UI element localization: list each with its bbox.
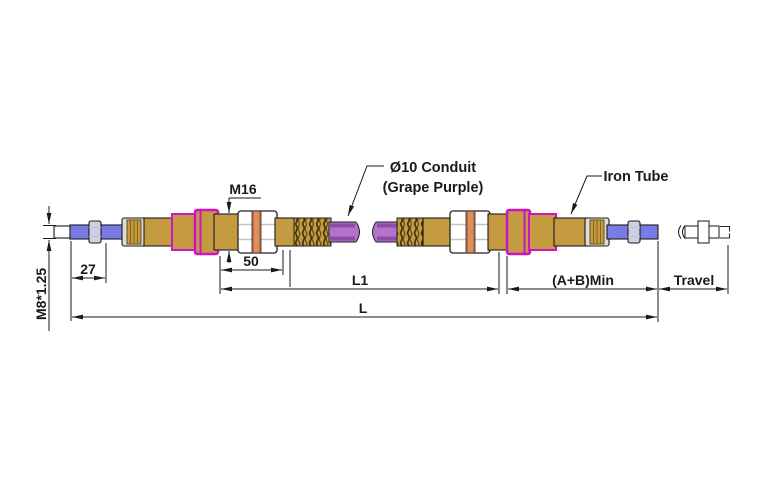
left-magenta-sleeve — [171, 213, 197, 251]
iron-tube-right — [553, 217, 587, 247]
right-braid — [396, 217, 425, 247]
dim-text-l: L — [359, 300, 368, 316]
left-hex-nut — [237, 210, 278, 254]
phantom-nut — [697, 220, 710, 244]
left-braid — [293, 217, 332, 247]
left-copper-band — [251, 210, 262, 254]
extension-lines — [43, 225, 729, 322]
travel-phantom-rod — [677, 220, 731, 244]
left-rod-end — [53, 220, 125, 244]
leader-lines — [347, 165, 602, 217]
dim-text-m8: M8*1.25 — [33, 268, 49, 320]
conduit-label-line1: Ø10 Conduit — [390, 160, 476, 176]
dim-text-l1: L1 — [352, 272, 369, 288]
iron-tube-label: Iron Tube — [604, 169, 669, 185]
break-symbol — [677, 225, 682, 239]
left-rod-nut — [88, 220, 102, 244]
right-tube-stub — [422, 217, 453, 247]
iron-tube-leader — [570, 175, 602, 215]
dim-text-travel: Travel — [674, 272, 714, 288]
right-iron-tube-assembly — [487, 208, 587, 256]
dim-text-27: 27 — [80, 261, 96, 277]
left-tube-stub — [274, 217, 296, 247]
right-ferrule — [584, 217, 610, 247]
right-hex-nut — [449, 210, 491, 254]
left-ferrule — [121, 217, 147, 247]
right-copper-band — [465, 210, 476, 254]
conduit-label-line2: (Grape Purple) — [383, 180, 484, 196]
left-threaded-bushing — [213, 213, 241, 251]
dimension-lines — [46, 197, 727, 331]
dim-text-m16: M16 — [229, 181, 256, 197]
dim-text-ab-min: (A+B)Min — [552, 272, 614, 288]
right-rod-end — [606, 220, 659, 244]
left-iron-tube-assembly — [143, 208, 241, 256]
left-rod-tip — [53, 225, 71, 239]
conduit — [328, 221, 399, 243]
right-rod-nut — [627, 220, 641, 244]
conduit-leader — [347, 165, 384, 217]
right-magenta-sleeve — [528, 213, 557, 251]
phantom-end-bracket — [720, 225, 731, 239]
dim-text-50: 50 — [243, 253, 259, 269]
right-magenta-cap — [505, 208, 532, 256]
